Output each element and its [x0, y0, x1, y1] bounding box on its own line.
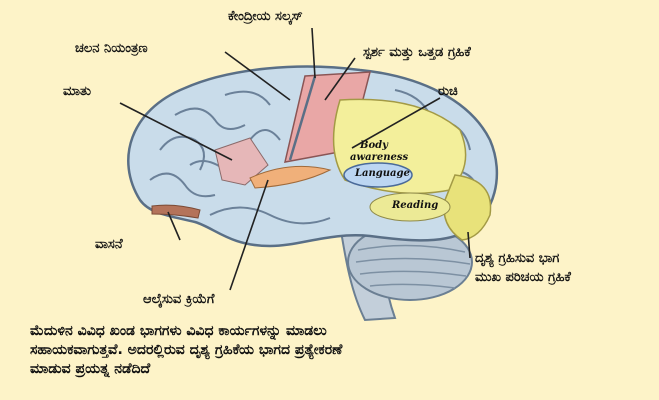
region-body-label: Body — [360, 140, 388, 151]
region-language-label: Language — [355, 168, 410, 179]
label-hearing: ಆಲೈಸುವ ಕ್ರಿಯೆಗೆ — [143, 293, 214, 307]
region-reading-label: Reading — [392, 200, 438, 211]
label-visual-area: ದೃಶ್ಯ ಗ್ರಹಿಸುವ ಭಾಗ — [475, 252, 559, 266]
label-central-sulcus: ಕೇಂದ್ರೀಯ ಸಲ್ಕಸ್ — [228, 10, 303, 24]
caption-line-3: ಮಾಡುವ ಪ್ರಯತ್ನ ನಡೆದಿದೆ — [30, 360, 630, 379]
caption: ಮೆದುಳಿನ ವಿವಿಧ ಖಂಡ ಭಾಗಗಳು ವಿವಿಧ ಕಾರ್ಯಗಳನ್… — [30, 322, 630, 379]
label-smell: ವಾಸನೆ — [95, 238, 123, 252]
region-awareness-label: awareness — [350, 152, 408, 163]
label-face-recognition: ಮುಖ ಪರಿಚಯ ಗ್ರಹಿಕೆ — [475, 271, 571, 285]
label-motor-control: ಚಲನ ನಿಯಂತ್ರಣ — [75, 42, 148, 56]
label-speech: ಮಾತು — [63, 85, 91, 99]
label-taste: ರುಚಿ — [438, 85, 458, 99]
label-touch-pressure: ಸ್ಪರ್ಶ ಮತ್ತು ಒತ್ತಡ ಗ್ರಹಿಕೆ — [363, 46, 471, 60]
caption-line-1: ಮೆದುಳಿನ ವಿವಿಧ ಖಂಡ ಭಾಗಗಳು ವಿವಿಧ ಕಾರ್ಯಗಳನ್… — [30, 322, 630, 341]
caption-line-2: ಸಹಾಯಕವಾಗುತ್ತವೆ. ಅದರಲ್ಲಿರುವ ದೃಶ್ಯ ಗ್ರಹಿಕೆ… — [30, 341, 630, 360]
